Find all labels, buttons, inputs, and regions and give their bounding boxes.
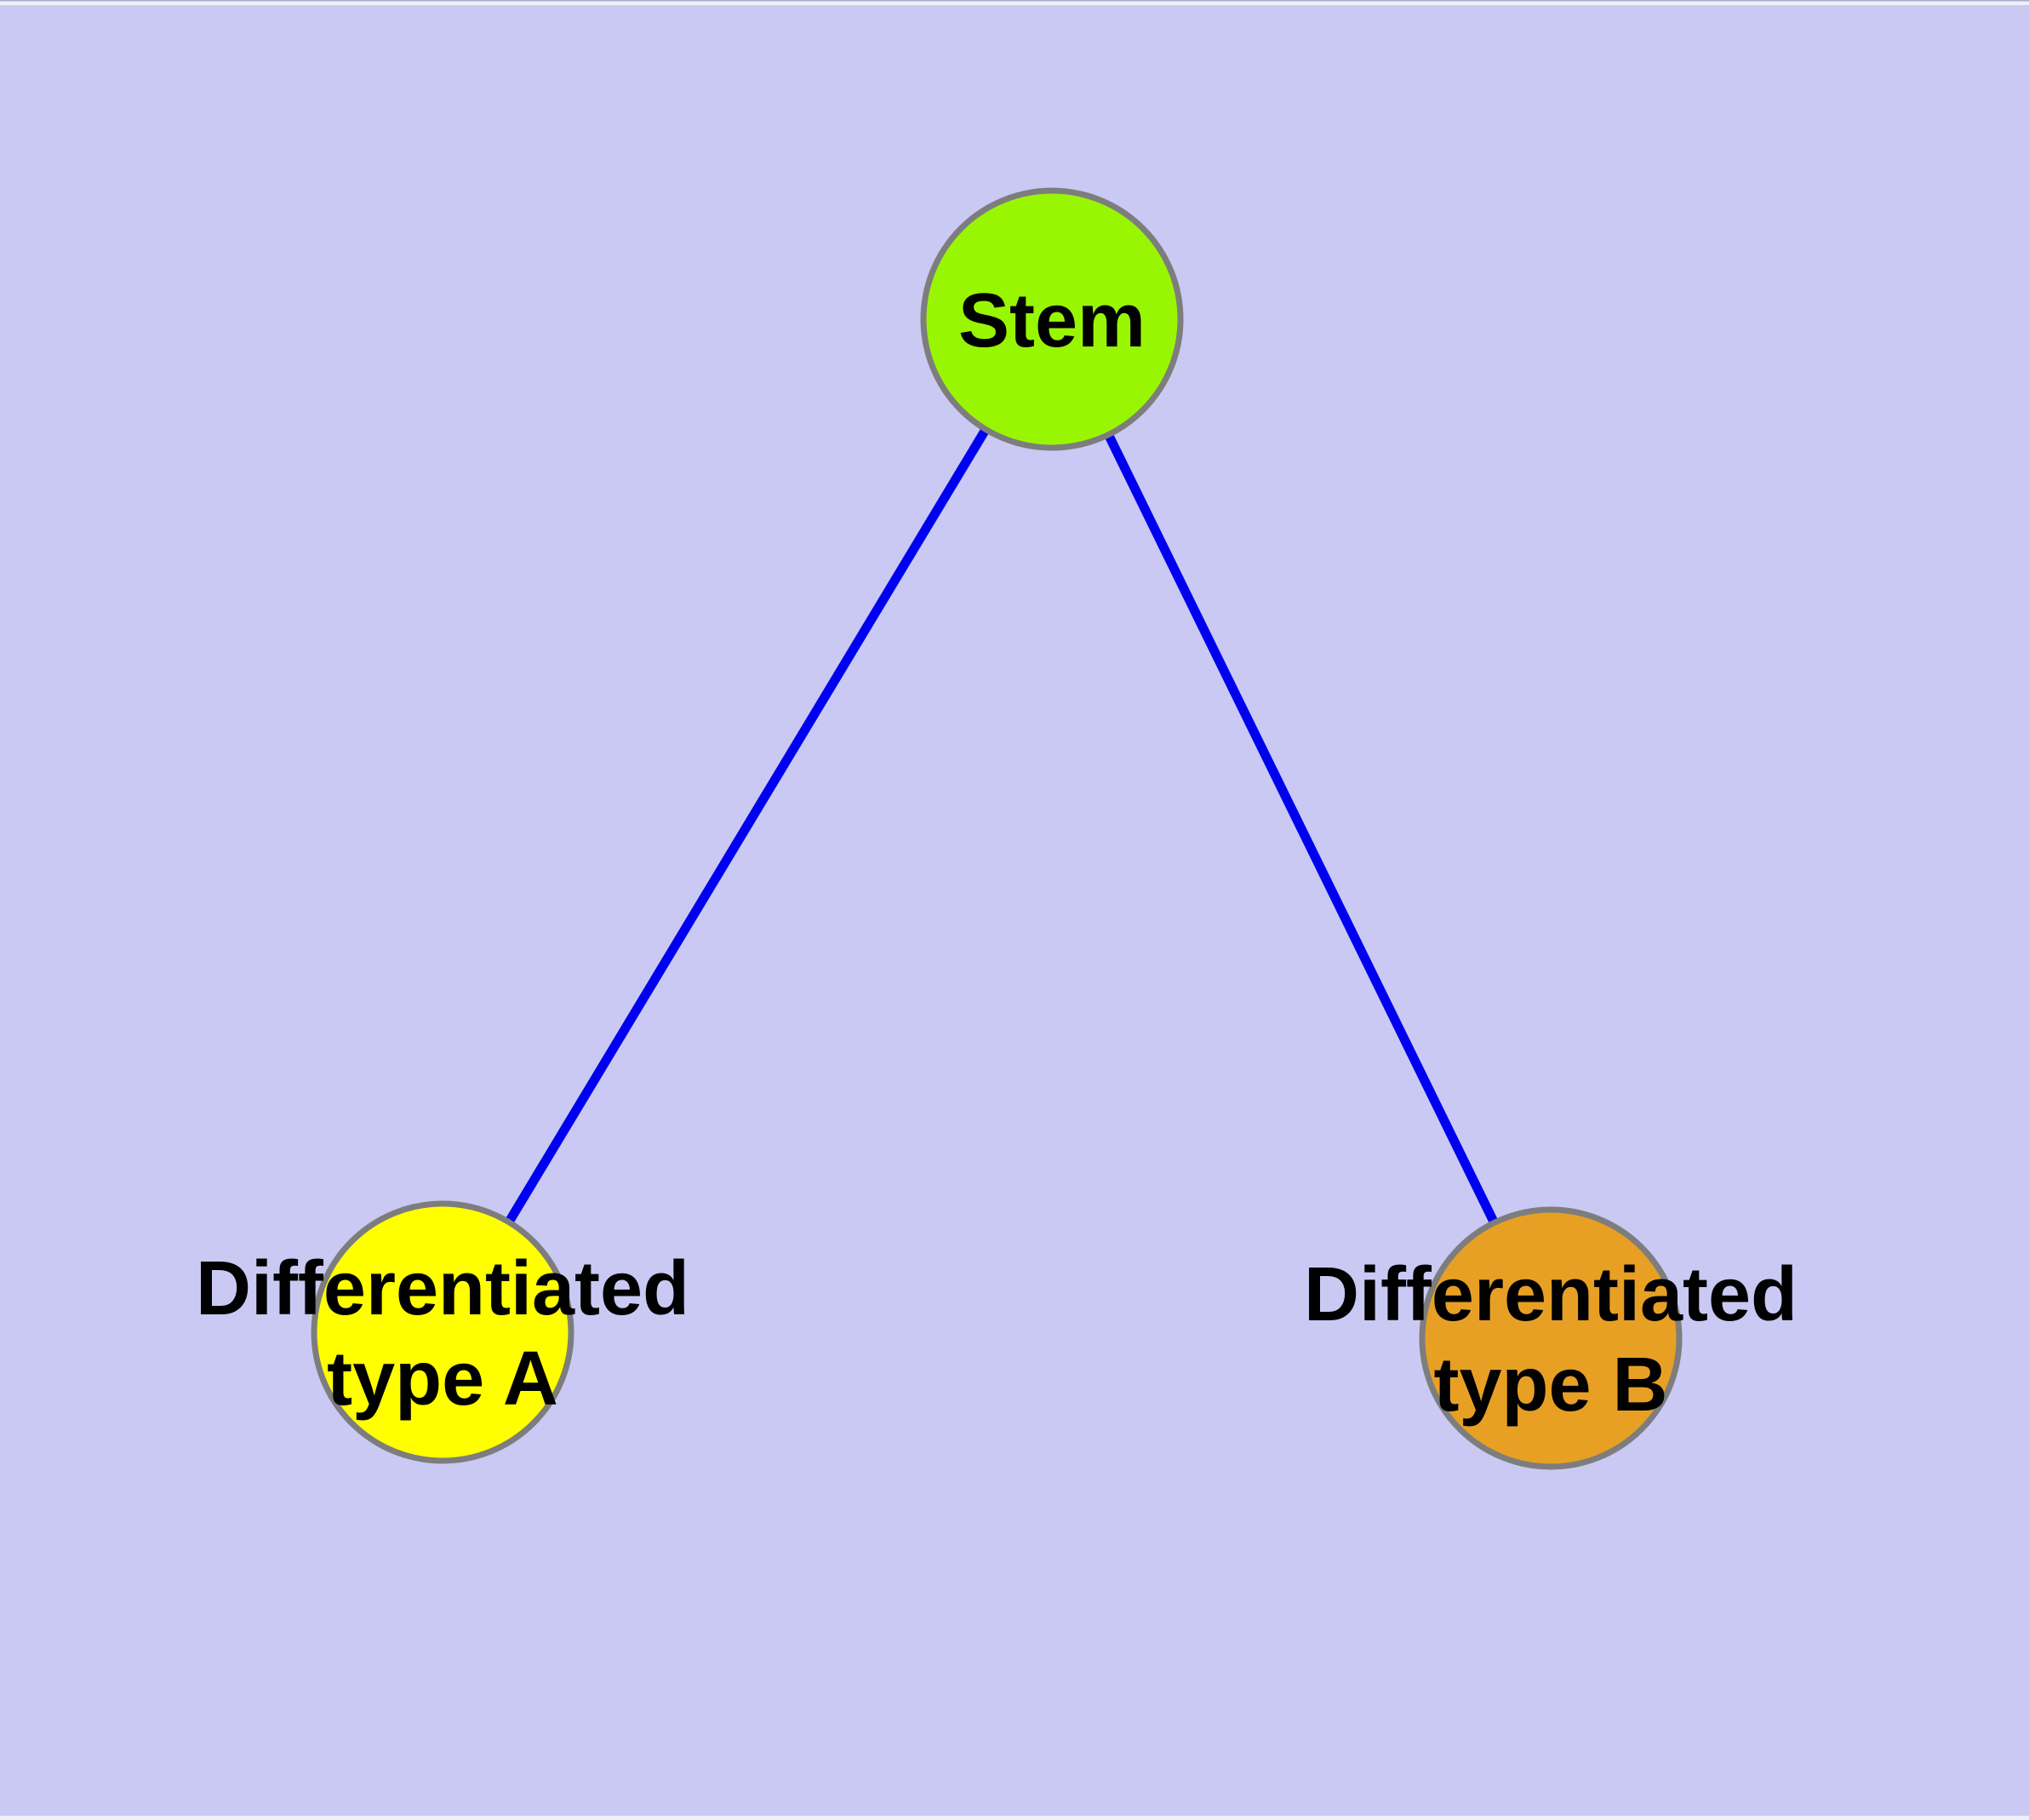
top-margin-strip — [0, 0, 2029, 5]
bottom-margin-strip — [0, 1816, 2029, 1820]
node-differentiated-type-a-circle[interactable] — [311, 1200, 574, 1464]
node-stem[interactable]: Stem — [920, 187, 1184, 451]
edge-stem-to-differentiated-type-b — [1048, 317, 1555, 1341]
node-stem-label: Stem — [958, 278, 1146, 363]
edge-stem-to-differentiated-type-a — [438, 317, 1056, 1335]
edge-group — [438, 317, 1555, 1341]
node-differentiated-type-b-circle[interactable] — [1419, 1206, 1683, 1470]
top-border-line — [0, 0, 2029, 2]
node-stem-circle[interactable] — [920, 187, 1184, 451]
